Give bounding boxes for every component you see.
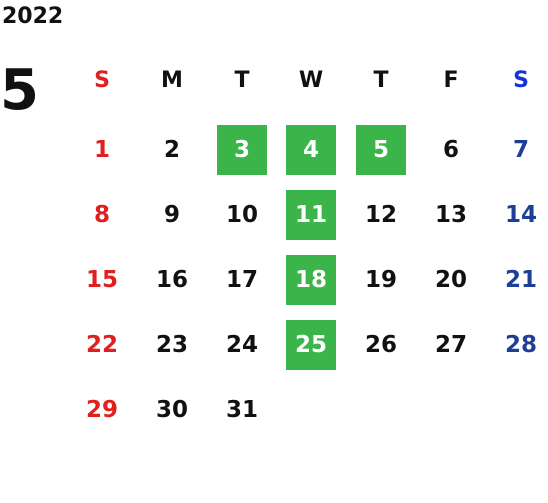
day-cell-19[interactable]: 19 xyxy=(364,267,397,293)
day-cell-10[interactable]: 10 xyxy=(225,202,258,228)
day-cell-13[interactable]: 13 xyxy=(434,202,467,228)
weekday-friday: F xyxy=(443,68,459,93)
day-cell-18[interactable]: 18 xyxy=(286,255,336,305)
day-cell-5[interactable]: 5 xyxy=(356,125,406,175)
day-cell-12[interactable]: 12 xyxy=(364,202,397,228)
weekday-thursday: T xyxy=(373,68,389,93)
day-cell-1[interactable]: 1 xyxy=(93,137,110,163)
day-cell-6[interactable]: 6 xyxy=(442,137,459,163)
day-cell-20[interactable]: 20 xyxy=(434,267,467,293)
day-cell-16[interactable]: 16 xyxy=(155,267,188,293)
day-cell-11[interactable]: 11 xyxy=(286,190,336,240)
day-cell-7[interactable]: 7 xyxy=(512,137,529,163)
day-cell-8[interactable]: 8 xyxy=(93,202,110,228)
day-cell-29[interactable]: 29 xyxy=(85,397,118,423)
day-cell-22[interactable]: 22 xyxy=(85,332,118,358)
day-cell-30[interactable]: 30 xyxy=(155,397,188,423)
weekday-sunday: S xyxy=(94,68,110,93)
day-cell-28[interactable]: 28 xyxy=(504,332,537,358)
year-label: 2022 xyxy=(2,4,64,29)
weekday-wednesday: W xyxy=(298,68,324,93)
day-cell-25[interactable]: 25 xyxy=(286,320,336,370)
weekday-saturday: S xyxy=(513,68,529,93)
day-cell-23[interactable]: 23 xyxy=(155,332,188,358)
weekday-tuesday: T xyxy=(234,68,250,93)
day-cell-26[interactable]: 26 xyxy=(364,332,397,358)
day-cell-9[interactable]: 9 xyxy=(163,202,180,228)
weekday-monday: M xyxy=(161,68,183,93)
day-cell-27[interactable]: 27 xyxy=(434,332,467,358)
day-cell-4[interactable]: 4 xyxy=(286,125,336,175)
month-number: 5 xyxy=(0,58,39,123)
day-cell-15[interactable]: 15 xyxy=(85,267,118,293)
day-cell-3[interactable]: 3 xyxy=(217,125,267,175)
day-cell-21[interactable]: 21 xyxy=(504,267,537,293)
day-cell-17[interactable]: 17 xyxy=(225,267,258,293)
day-cell-31[interactable]: 31 xyxy=(225,397,258,423)
day-cell-24[interactable]: 24 xyxy=(225,332,258,358)
day-cell-14[interactable]: 14 xyxy=(504,202,537,228)
day-cell-2[interactable]: 2 xyxy=(163,137,180,163)
